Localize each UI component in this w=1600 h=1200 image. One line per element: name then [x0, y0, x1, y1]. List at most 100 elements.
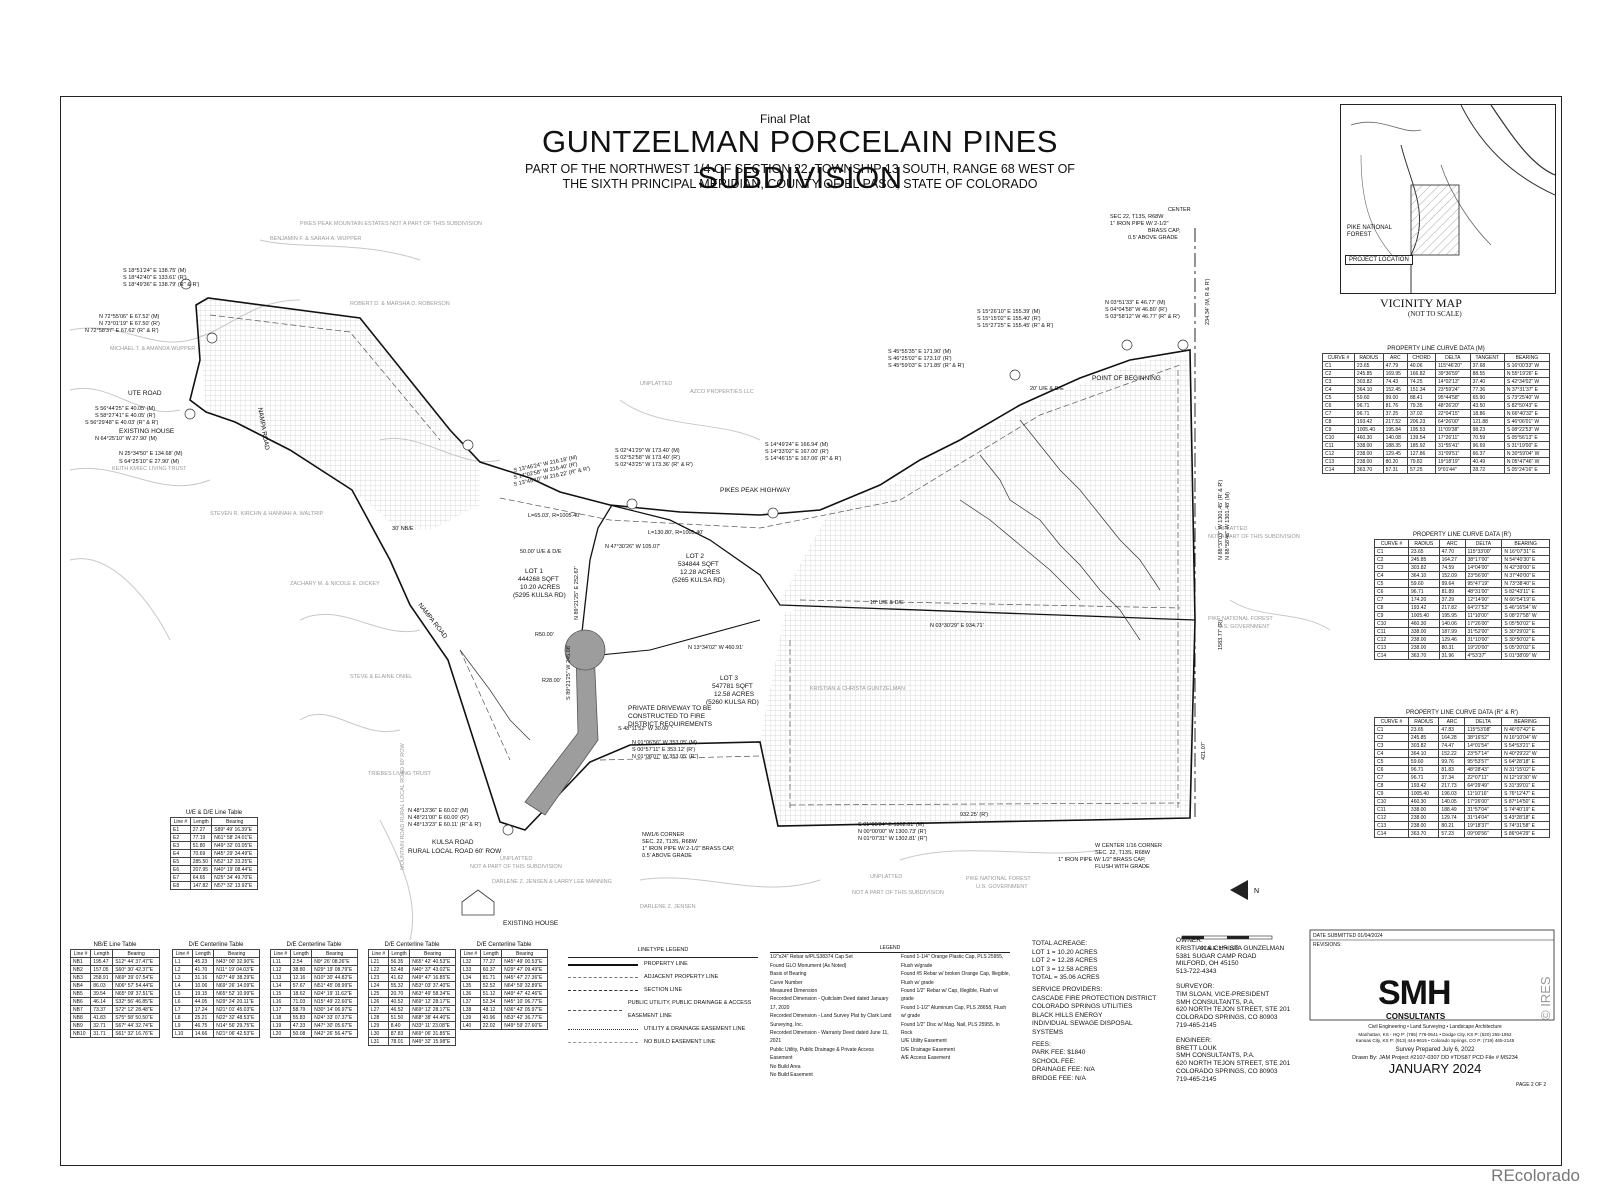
- table-cell: 59.60: [1408, 579, 1440, 588]
- table-cell: N 40°29'22" W: [1501, 749, 1550, 758]
- driveway-note: PRIVATE DRIVEWAY TO BE CONSTRUCTED TO FI…: [628, 705, 713, 728]
- table-cell: N33° 11' 23.08"E: [409, 1021, 456, 1030]
- lot-line-1-2: [579, 504, 613, 651]
- table-cell: N 42°39'00" E: [1501, 563, 1550, 572]
- symbol-legend: LEGEND 1/2"x24" Rebar w/PLS38374 Cap Set…: [770, 945, 1010, 1079]
- table-header-cell: CURVE #: [1322, 353, 1355, 362]
- table-cell: 1005.40: [1408, 611, 1440, 620]
- svg-text:50.00' U/E & D/E: 50.00' U/E & D/E: [520, 549, 562, 555]
- table-header-cell: Length: [90, 949, 114, 958]
- table-cell: L7: [172, 1005, 193, 1014]
- table-cell: C8: [1374, 603, 1409, 612]
- svg-text:30' NB/E: 30' NB/E: [392, 526, 414, 532]
- table-cell: 14°01'54": [1464, 741, 1503, 750]
- table-cell: 22°07'11": [1464, 773, 1503, 782]
- table-header-cell: Length: [479, 949, 503, 958]
- table-cell: N51° 45' 08.99"E: [311, 981, 358, 990]
- table-cell: 152.45: [1382, 385, 1408, 394]
- svg-text:421.07': 421.07': [1201, 742, 1207, 760]
- drainage-centerlines: [459, 419, 1161, 741]
- table-cell: C9: [1374, 789, 1409, 798]
- fee-line: DRAINAGE FEE: N/A: [1032, 1066, 1095, 1074]
- table-cell: C11: [1374, 805, 1409, 814]
- table-cell: N43° 00' 32.90"E: [213, 957, 260, 966]
- svg-text:S 04°04'58" W 46.80' (R'): S 04°04'58" W 46.80' (R'): [1105, 307, 1167, 313]
- table-cell: L10: [172, 1029, 193, 1038]
- table-cell: C4: [1374, 571, 1409, 580]
- provider-line: CASCADE FIRE PROTECTION DISTRICT: [1032, 994, 1157, 1002]
- table-cell: 37.25: [1382, 409, 1408, 418]
- table-cell: 46.14: [90, 997, 114, 1006]
- table-cell: 48°26'20": [1435, 401, 1471, 410]
- table-cell: 87.83: [387, 1029, 411, 1038]
- svg-text:PRIVATE DRIVEWAY TO BE: PRIVATE DRIVEWAY TO BE: [628, 705, 712, 712]
- legend-item: Basis of Bearing: [770, 971, 807, 978]
- table-cell: NB5: [69, 989, 92, 998]
- table-cell: 27.27: [189, 825, 213, 834]
- table-cell: N30° 14' 06.97"E: [311, 1005, 358, 1014]
- table-cell: C7: [1322, 409, 1355, 418]
- svg-text:S 14°46'15" E 167.06' (R'' & R: S 14°46'15" E 167.06' (R'' & R'): [765, 456, 842, 462]
- table-cell: C2: [1322, 369, 1355, 378]
- table-cell: 363.70: [1407, 829, 1440, 838]
- existing-house-label-2: EXISTING HOUSE: [503, 920, 559, 927]
- table-cell: 2.54: [289, 957, 313, 966]
- table-header-cell: DELTA: [1464, 539, 1503, 548]
- subdivision-boundary: [189, 297, 1196, 831]
- svg-text:STEVE & ELAINE ONIEL: STEVE & ELAINE ONIEL: [350, 674, 412, 680]
- table-header-cell: ARC: [1438, 717, 1466, 726]
- table-cell: L31: [368, 1037, 389, 1046]
- table-header-cell: Line #: [172, 949, 193, 958]
- table-cell: 81.83: [1438, 765, 1466, 774]
- table-cell: C6: [1374, 765, 1409, 774]
- svg-text:S 14°49'24" E 166.94' (M): S 14°49'24" E 166.94' (M): [765, 442, 828, 448]
- table-cell: 99.64: [1438, 579, 1466, 588]
- table-cell: 55.32: [387, 981, 411, 990]
- linetype-label: PROPERTY LINE: [644, 961, 688, 967]
- table-cell: C7: [1374, 773, 1409, 782]
- table-cell: C14: [1374, 651, 1409, 660]
- table-cell: 88.55: [1469, 369, 1505, 378]
- table-cell: 195.47: [90, 957, 114, 966]
- linetype-row: UTILITY & DRAINAGE EASEMENT LINE: [568, 1023, 758, 1036]
- svg-text:1583.77' (R): 1583.77' (R): [1218, 620, 1224, 650]
- linetype-label: UTILITY & DRAINAGE EASEMENT LINE: [644, 1026, 746, 1032]
- table-cell: 78.01: [387, 1037, 411, 1046]
- table-cell: N9° 26' 08.26"E: [311, 957, 358, 966]
- svg-text:S 58°27'41" E 40.05' (R'): S 58°27'41" E 40.05' (R'): [95, 413, 156, 419]
- w-center-corner-note: W CENTER 1/16 CORNER SEC. 22, T13S, R68W…: [1058, 843, 1162, 870]
- svg-text:MOUNTAIN ROAD RURAL LOCAL ROAD: MOUNTAIN ROAD RURAL LOCAL ROAD 60' ROW: [400, 742, 406, 870]
- svg-text:N 00°00'00" W 1300.73' (R'): N 00°00'00" W 1300.73' (R'): [858, 829, 927, 835]
- svg-text:ROBERT D. & MARSHA D. ROBERSON: ROBERT D. & MARSHA D. ROBERSON: [350, 301, 450, 307]
- curve-c13: [1121, 339, 1133, 351]
- table-cell: E6: [170, 865, 191, 874]
- table-cell: N 12°19'30" W: [1501, 773, 1550, 782]
- table-cell: S 74°31'58" E: [1501, 821, 1550, 830]
- svg-text:N 72°58'37" E 67.62' (R'' & R': N 72°58'37" E 67.62' (R'' & R'): [85, 328, 159, 334]
- curve-c10: [767, 507, 779, 519]
- table-cell: N 30°59'04" W: [1503, 449, 1551, 458]
- owner-line: 620 NORTH TEJON STREET, STE 201: [1176, 1060, 1291, 1068]
- table-cell: NB10: [69, 1029, 92, 1038]
- acreage-line: LOT 3 = 12.58 ACRES: [1032, 965, 1098, 973]
- linetype-swatch: [568, 963, 638, 966]
- table-cell: C10: [1374, 797, 1409, 806]
- svg-text:S 56°44'25" E 40.05' (M): S 56°44'25" E 40.05' (M): [95, 406, 155, 412]
